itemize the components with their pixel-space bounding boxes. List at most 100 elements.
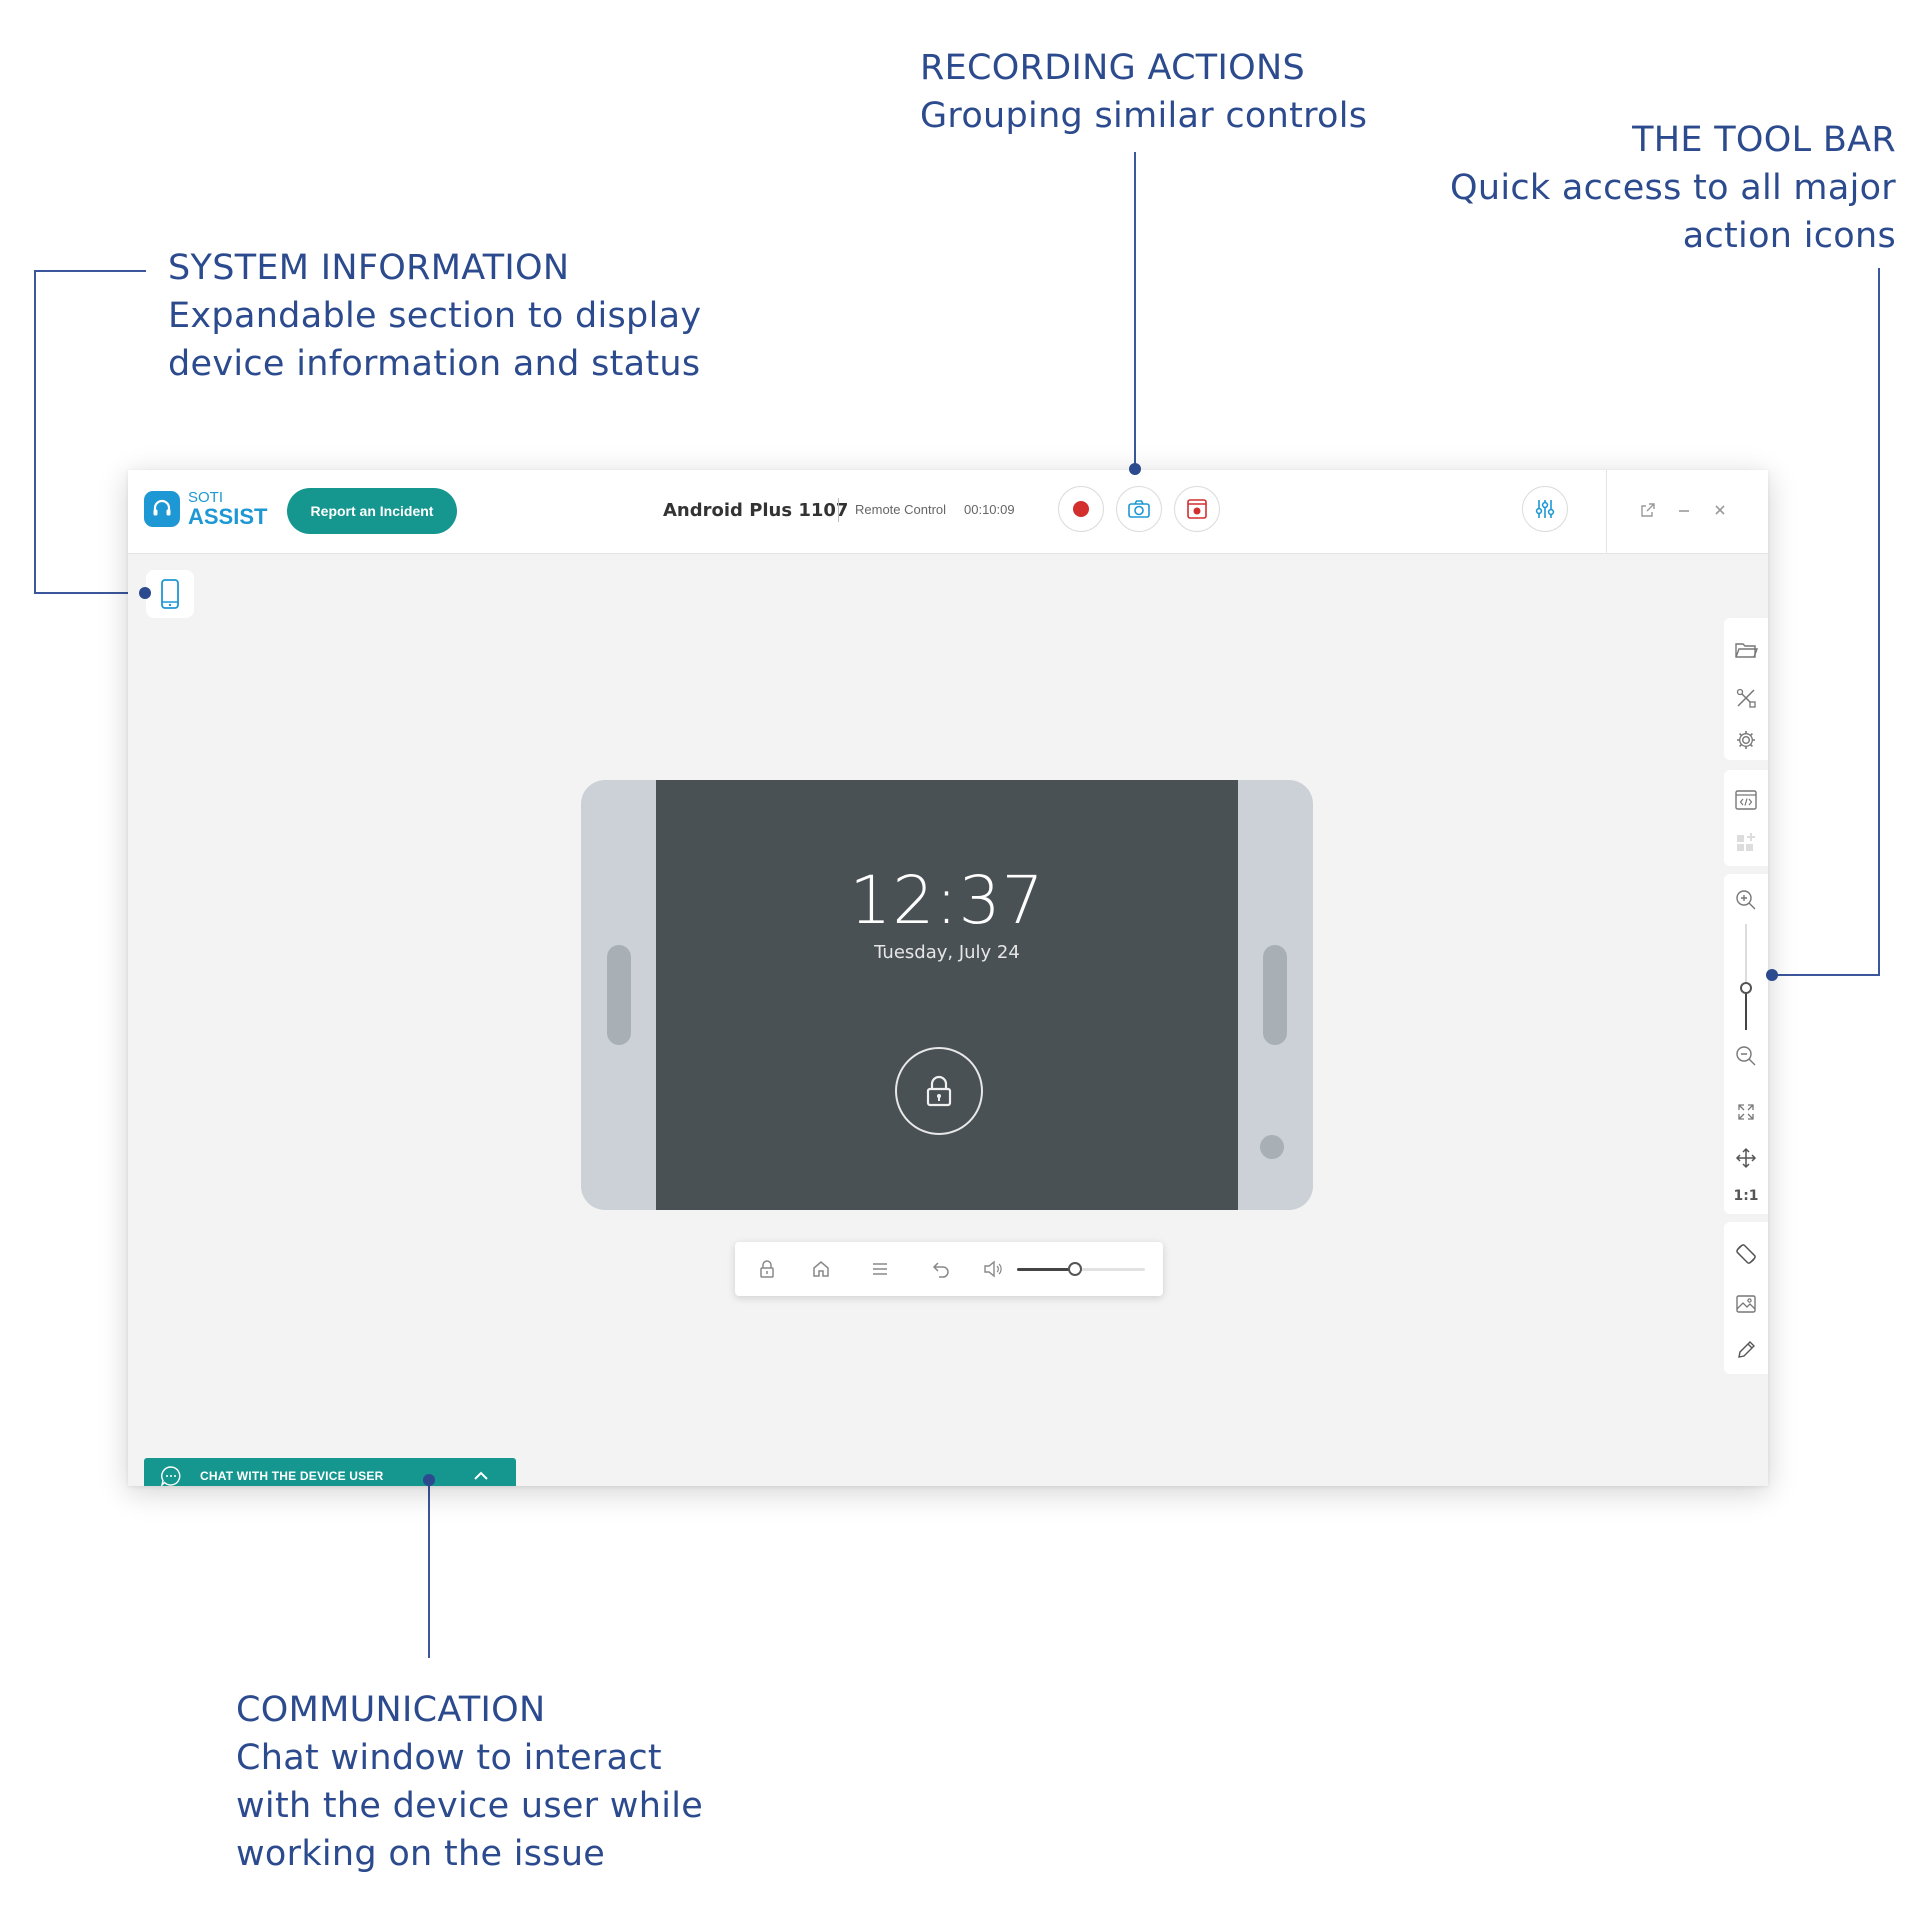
zoom-slider-fill xyxy=(1745,987,1747,1030)
close-icon xyxy=(1715,505,1725,515)
device-side-button-left xyxy=(607,945,631,1045)
image-button[interactable] xyxy=(1724,1286,1768,1322)
pan-button[interactable] xyxy=(1724,1140,1768,1176)
sliders-icon xyxy=(1535,500,1555,518)
logo-line1: SOTI xyxy=(188,489,224,506)
screen-record-button[interactable] xyxy=(1174,486,1220,532)
volume-slider-fill xyxy=(1017,1268,1075,1271)
logo-line2: ASSIST xyxy=(188,504,268,529)
popout-button[interactable] xyxy=(1638,500,1658,520)
record-button[interactable] xyxy=(1058,486,1104,532)
annotation-title: COMMUNICATION xyxy=(236,1690,546,1730)
screenshot-button[interactable] xyxy=(1116,486,1162,532)
annotation-text: Grouping similar controls xyxy=(920,96,1368,136)
connector-system-h1 xyxy=(34,270,146,272)
camera-icon xyxy=(1128,500,1150,518)
move-icon xyxy=(1735,1147,1757,1169)
minimize-button[interactable] xyxy=(1674,500,1694,520)
zoom-out-icon xyxy=(1736,1046,1756,1066)
chevron-up-icon xyxy=(474,1471,488,1480)
annotate-button[interactable] xyxy=(1724,1332,1768,1368)
annotation-toolbar: THE TOOL BAR Quick access to all major a… xyxy=(1376,116,1896,260)
home-icon xyxy=(813,1261,829,1277)
fit-screen-button[interactable] xyxy=(1724,1094,1768,1130)
zoom-slider[interactable] xyxy=(1724,924,1768,1030)
session-timer: 00:10:09 xyxy=(964,502,1015,517)
device-control-bar xyxy=(735,1242,1163,1296)
toolbar-group-files xyxy=(1724,618,1768,760)
tools-icon xyxy=(1736,688,1756,708)
record-icon xyxy=(1073,501,1089,517)
device-side-button-right xyxy=(1263,945,1287,1045)
tools-button[interactable] xyxy=(1724,680,1768,716)
connector-toolbar-h xyxy=(1770,974,1880,976)
annotation-text: Chat window to interact xyxy=(236,1738,662,1778)
chat-label: CHAT WITH THE DEVICE USER xyxy=(200,1469,384,1483)
annotation-title: RECORDING ACTIONS xyxy=(920,48,1305,88)
actual-size-label: 1:1 xyxy=(1733,1188,1759,1204)
annotation-communication: COMMUNICATION Chat window to interact wi… xyxy=(236,1686,703,1878)
connector-dot-communication xyxy=(423,1474,435,1486)
device-camera xyxy=(1260,1135,1284,1159)
annotation-text: working on the issue xyxy=(236,1834,606,1874)
device-name: Android Plus 1107 xyxy=(663,500,849,521)
expand-icon xyxy=(1738,1104,1754,1120)
settings-sliders-button[interactable] xyxy=(1522,486,1568,532)
chat-bubble-icon xyxy=(161,1466,181,1486)
header-separator xyxy=(838,498,839,522)
mobile-device-icon xyxy=(161,579,179,609)
lockscreen-time: 12:37 xyxy=(849,862,1045,939)
annotation-text: device information and status xyxy=(168,344,701,384)
zoom-in-button[interactable] xyxy=(1724,882,1768,918)
lock-icon xyxy=(760,1260,774,1278)
lock-icon xyxy=(926,1075,952,1107)
headset-logo-icon xyxy=(144,491,180,527)
device-home-button[interactable] xyxy=(807,1255,835,1283)
connector-dot-system xyxy=(139,587,151,599)
pencil-icon xyxy=(1738,1341,1755,1358)
annotation-title: THE TOOL BAR xyxy=(1632,120,1896,160)
zoom-slider-track xyxy=(1745,924,1747,1030)
report-incident-button[interactable]: Report an Incident xyxy=(287,488,457,534)
file-manager-button[interactable] xyxy=(1724,632,1768,668)
device-lock-button[interactable] xyxy=(753,1255,781,1283)
system-info-button[interactable] xyxy=(146,570,194,618)
script-button[interactable] xyxy=(1724,782,1768,818)
connector-system-h2 xyxy=(34,592,144,594)
device-back-button[interactable] xyxy=(927,1255,955,1283)
connector-system-v xyxy=(34,270,36,594)
volume-slider[interactable] xyxy=(1017,1262,1145,1276)
rotate-button[interactable] xyxy=(1724,1236,1768,1272)
app-header: SOTI ASSIST Report an Incident Android P… xyxy=(128,470,1768,554)
settings-button[interactable] xyxy=(1724,722,1768,758)
annotation-text: action icons xyxy=(1682,216,1896,256)
annotation-title: SYSTEM INFORMATION xyxy=(168,248,570,288)
device-frame: 12:37 Tuesday, July 24 xyxy=(581,780,1313,1210)
volume-slider-knob[interactable] xyxy=(1067,1262,1082,1276)
session-mode: Remote Control xyxy=(855,502,947,517)
connector-toolbar xyxy=(1878,268,1880,976)
connector-communication xyxy=(428,1478,430,1658)
device-volume-button[interactable] xyxy=(979,1255,1007,1283)
code-window-icon xyxy=(1735,790,1757,810)
device-menu-button[interactable] xyxy=(866,1255,894,1283)
chat-panel-toggle[interactable]: CHAT WITH THE DEVICE USER xyxy=(144,1458,516,1486)
connector-dot-recording xyxy=(1129,463,1141,475)
minimize-icon xyxy=(1679,510,1689,512)
annotation-text: Expandable section to display xyxy=(168,296,702,336)
zoom-out-button[interactable] xyxy=(1724,1038,1768,1074)
close-button[interactable] xyxy=(1710,500,1730,520)
rotate-icon xyxy=(1736,1244,1756,1264)
zoom-slider-knob[interactable] xyxy=(1740,981,1752,994)
app-window: SOTI ASSIST Report an Incident Android P… xyxy=(128,470,1768,1486)
apps-button[interactable] xyxy=(1724,824,1768,860)
screen-record-icon xyxy=(1187,499,1207,519)
annotation-text: Quick access to all major xyxy=(1449,168,1896,208)
unlock-button[interactable] xyxy=(895,1047,983,1135)
actual-size-button[interactable]: 1:1 xyxy=(1724,1178,1768,1214)
device-screen[interactable]: 12:37 Tuesday, July 24 xyxy=(656,780,1238,1210)
popout-icon xyxy=(1641,503,1655,517)
zoom-in-icon xyxy=(1736,890,1756,910)
soti-logo: SOTI ASSIST xyxy=(144,490,267,528)
annotation-recording: RECORDING ACTIONS Grouping similar contr… xyxy=(920,44,1367,140)
